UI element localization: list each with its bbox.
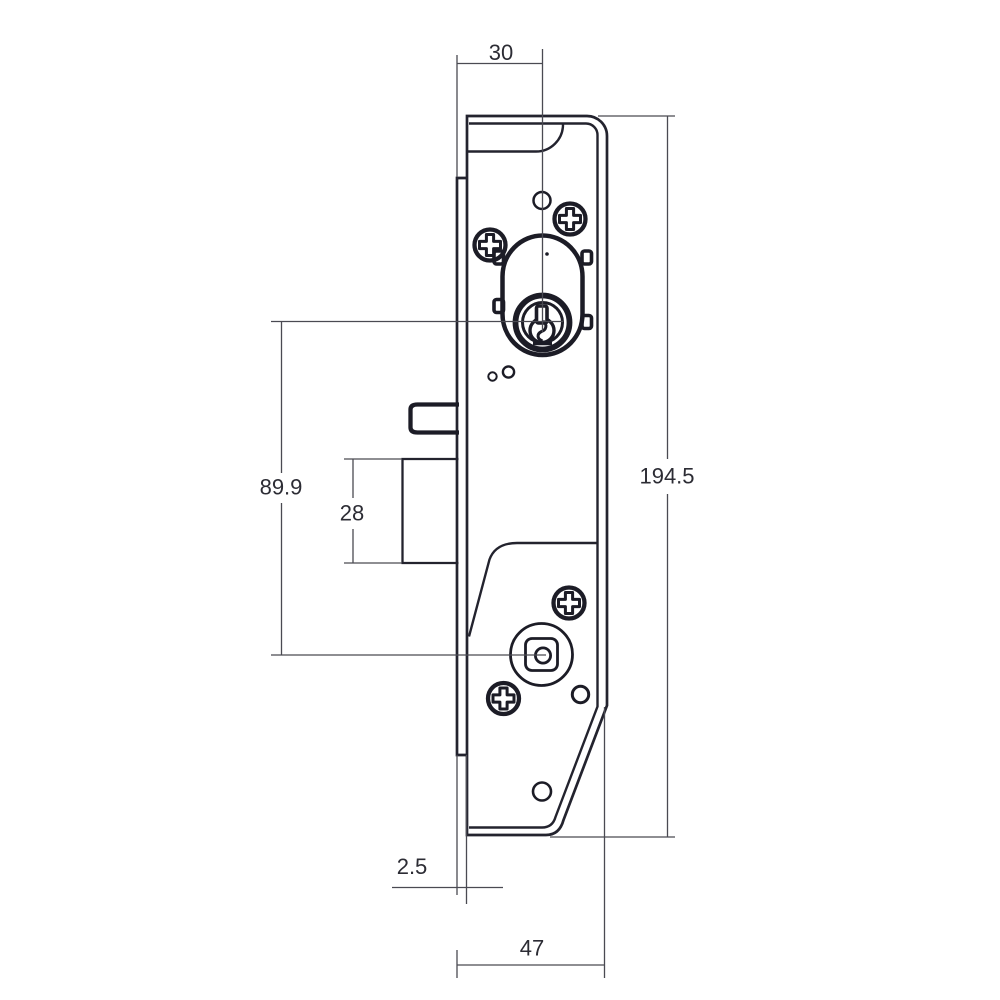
case-outline-inner	[469, 122, 599, 829]
cylinder-tab-icon	[580, 249, 594, 266]
keyhole-icon	[528, 304, 556, 346]
bottom-hole	[531, 781, 553, 802]
dim-28-lines	[344, 458, 402, 564]
small-hole	[501, 365, 516, 379]
dim-label-194-5: 194.5	[639, 464, 694, 489]
upper-plate-edge	[468, 124, 565, 153]
dim-label-2-5: 2.5	[397, 854, 428, 879]
small-hole	[487, 371, 498, 382]
center-mark-dot	[545, 252, 549, 256]
phillips-screw-icon	[551, 585, 587, 621]
cylinder-tab-icon	[492, 297, 506, 315]
dimension-labels: 30 194.5 89.9 28 2.5 47	[260, 40, 695, 961]
case-outline-outer	[465, 114, 609, 837]
screws	[472, 201, 588, 717]
lower-plate-edge	[467, 541, 597, 637]
cylinder-tab-icon	[492, 249, 506, 266]
dimension-lines	[271, 49, 675, 978]
phillips-screw-icon	[485, 680, 522, 717]
dim-47-lines	[456, 707, 606, 978]
phillips-screw-icon	[552, 201, 588, 237]
dim-30-lines	[456, 49, 544, 332]
latch-bolt	[408, 402, 459, 435]
dim-label-89-9: 89.9	[260, 475, 303, 500]
dim-194-lines	[550, 115, 675, 838]
deadbolt	[401, 457, 459, 565]
cylinder-tab-icon	[580, 313, 594, 331]
dim-2-5-lines	[392, 755, 503, 904]
faceplate	[455, 176, 467, 757]
lock-case	[455, 114, 609, 837]
dim-label-30: 30	[489, 40, 513, 65]
dim-label-28: 28	[340, 501, 364, 526]
dim-89-lines	[271, 320, 563, 656]
dim-label-47: 47	[520, 936, 544, 961]
small-hole	[570, 684, 591, 705]
phillips-screw-icon	[472, 227, 508, 263]
